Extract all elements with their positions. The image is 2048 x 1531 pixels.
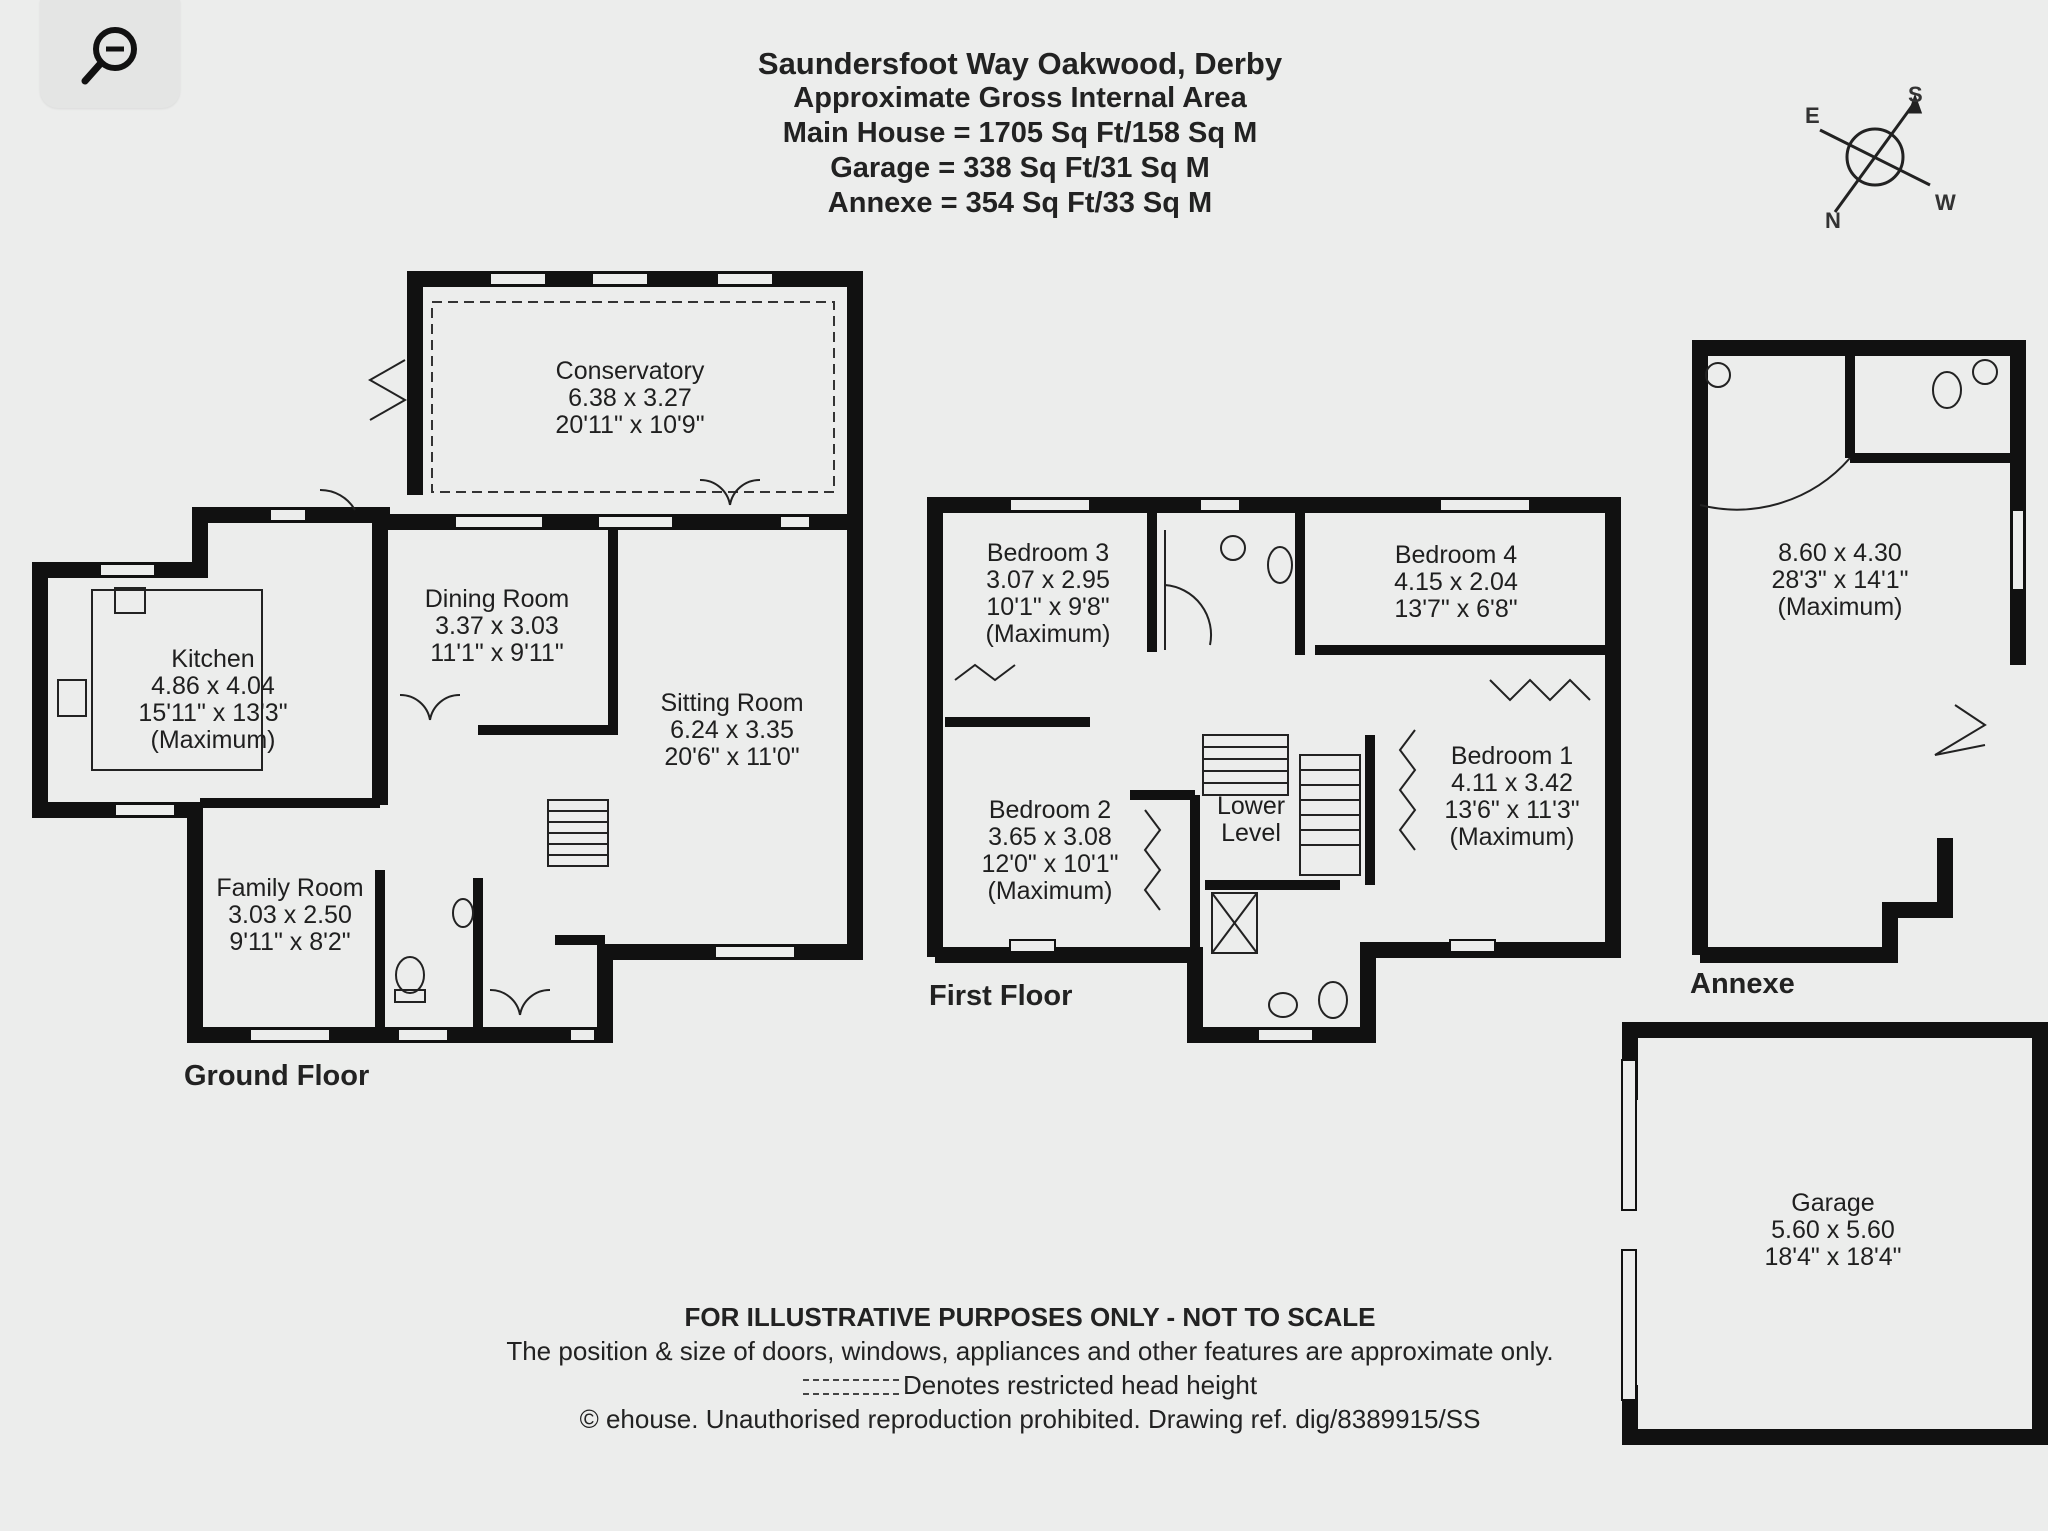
room-bedroom-4: Bedroom 4 4.15 x 2.04 13'7" x 6'8" — [1394, 541, 1518, 623]
garage-walls — [1622, 1022, 2048, 1445]
restricted-height-outline — [431, 301, 835, 493]
disclaimer-copyright: © ehouse. Unauthorised reproduction proh… — [579, 1404, 1481, 1434]
property-title: Saundersfoot Way Oakwood, Derby — [757, 46, 1283, 81]
first-floor-label: First Floor — [929, 980, 1073, 1012]
disclaimer: FOR ILLUSTRATIVE PURPOSES ONLY - NOT TO … — [420, 1300, 1640, 1436]
first-floor-walls — [927, 497, 1621, 1043]
disclaimer-warning: FOR ILLUSTRATIVE PURPOSES ONLY - NOT TO … — [684, 1302, 1376, 1332]
disclaimer-head-height: Denotes restricted head height — [420, 1368, 1640, 1402]
room-garage: Garage 5.60 x 5.60 18'4" x 18'4" — [1764, 1189, 1902, 1271]
annexe-walls — [1692, 340, 2026, 963]
compass-n-label: N — [1825, 208, 1841, 233]
compass-e-label: E — [1805, 103, 1820, 128]
compass-w-label: W — [1935, 190, 1956, 215]
windows — [99, 272, 2025, 1401]
room-bedroom-2: Bedroom 2 3.65 x 3.08 12'0" x 10'1" (Max… — [981, 796, 1119, 905]
room-sitting: Sitting Room 6.24 x 3.35 20'6" x 11'0" — [660, 689, 804, 771]
room-kitchen: Kitchen 4.86 x 4.04 15'11" x 13'3" (Maxi… — [138, 645, 288, 754]
room-dining: Dining Room 3.37 x 3.03 11'1" x 9'11" — [424, 585, 570, 667]
room-family: Family Room 3.03 x 2.50 9'11" x 8'2" — [216, 874, 364, 956]
restricted-height-legend-icon — [802, 1379, 899, 1396]
area-subtitle: Approximate Gross Internal Area — [793, 82, 1247, 114]
room-annexe: 8.60 x 4.30 28'3" x 14'1" (Maximum) — [1771, 539, 1909, 621]
room-bedroom-1: Bedroom 1 4.11 x 3.42 13'6" x 11'3" (Max… — [1444, 742, 1580, 851]
garage-area: Garage = 338 Sq Ft/31 Sq M — [830, 152, 1210, 184]
fixtures — [57, 359, 1998, 1019]
annexe-label: Annexe — [1690, 968, 1795, 1000]
room-bedroom-3: Bedroom 3 3.07 x 2.95 10'1" x 9'8" (Maxi… — [985, 539, 1111, 648]
floor-plan-header: Saundersfoot Way Oakwood, Derby Approxim… — [620, 46, 1420, 221]
disclaimer-position-note: The position & size of doors, windows, a… — [506, 1336, 1554, 1366]
room-conservatory: Conservatory 6.38 x 3.27 20'11" x 10'9" — [555, 357, 705, 439]
zoom-out-button[interactable] — [40, 0, 180, 108]
ground-floor-walls — [32, 271, 863, 1043]
lower-level-label: Lower Level — [1216, 792, 1286, 847]
ground-floor-label: Ground Floor — [184, 1060, 370, 1092]
compass-rose-icon — [1819, 93, 1931, 213]
main-house-area: Main House = 1705 Sq Ft/158 Sq M — [782, 117, 1258, 149]
annexe-area: Annexe = 354 Sq Ft/33 Sq M — [827, 187, 1213, 219]
zoom-out-icon — [81, 27, 137, 85]
compass-s-label: S — [1908, 82, 1923, 107]
